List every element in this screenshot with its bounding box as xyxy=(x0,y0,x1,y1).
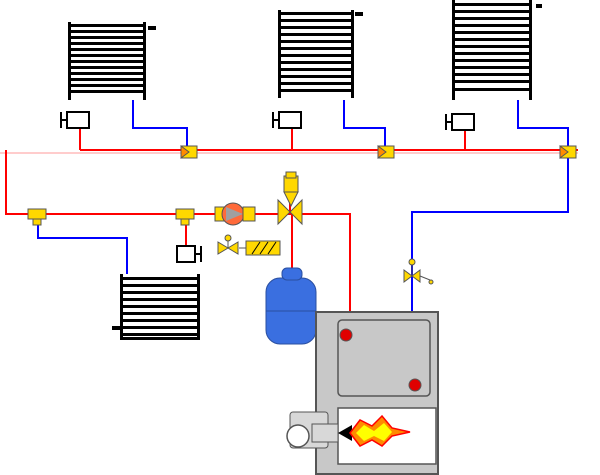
supply-pipes xyxy=(0,120,578,336)
air-vent-icon xyxy=(355,12,363,16)
tee-fitting-icon xyxy=(175,208,195,226)
thermostat-head-icon xyxy=(60,111,90,129)
drain-valve-icon xyxy=(403,258,434,285)
thermostat-head-icon xyxy=(445,113,475,131)
air-vent-icon xyxy=(112,326,120,330)
air-vent-icon xyxy=(536,4,542,8)
expansion-tank xyxy=(265,267,317,345)
radiator-fins xyxy=(120,277,200,340)
safety-valve-icon xyxy=(277,171,303,226)
radiator-top-left xyxy=(68,22,156,100)
radiator-bottom-left xyxy=(112,274,200,340)
return-port xyxy=(408,378,422,392)
thermostat-head-icon xyxy=(272,111,302,129)
thermostat-head-icon xyxy=(176,245,202,263)
return-pipes xyxy=(37,98,569,383)
radiator-top-right xyxy=(452,0,542,100)
burner-fan-icon xyxy=(286,411,339,449)
circulation-pump-icon xyxy=(214,202,256,226)
boiler xyxy=(315,311,439,475)
balancing-valve-icon xyxy=(377,145,395,159)
radiator-fins xyxy=(68,24,146,93)
radiator-top-middle xyxy=(278,10,363,98)
filling-valve-icon xyxy=(217,234,239,255)
balancing-valve-icon xyxy=(559,145,577,159)
radiator-fins xyxy=(452,3,532,91)
dirt-filter-icon xyxy=(245,240,281,256)
flame-icon xyxy=(338,414,411,447)
balancing-valve-icon xyxy=(180,145,198,159)
supply-port xyxy=(339,328,353,342)
radiator-fins xyxy=(278,12,354,92)
tee-fitting-icon xyxy=(27,208,47,226)
air-vent-icon xyxy=(148,26,156,30)
